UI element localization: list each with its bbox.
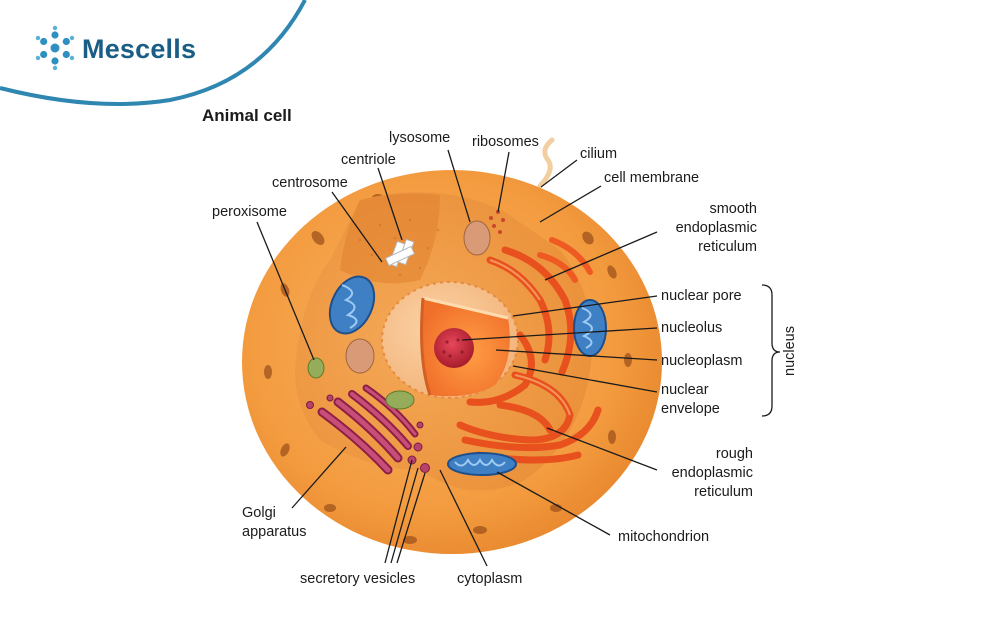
label-rough-er-2: endoplasmic [672, 465, 753, 481]
cell-illustration [242, 137, 662, 554]
label-nuclear-envelope-2: envelope [661, 401, 720, 417]
label-centriole: centriole [341, 152, 396, 168]
secretory-vesicles-shape [306, 394, 430, 473]
brand-swoosh [0, 0, 307, 106]
label-nuclear-envelope-1: nuclear [661, 382, 709, 398]
label-secretory-vesicles: secretory vesicles [300, 571, 415, 587]
smooth-er-shape [537, 237, 593, 283]
peroxisome-shape [307, 357, 325, 379]
lysosome-shape [463, 220, 491, 256]
golgi-shape [317, 384, 419, 475]
label-peroxisome: peroxisome [212, 204, 287, 220]
leader-lines [256, 149, 658, 567]
label-cytoplasm: cytoplasm [457, 571, 522, 587]
label-smooth-er-1: smooth [709, 201, 757, 217]
label-nuclear-pore: nuclear pore [661, 288, 742, 304]
cytoplasm-texture [358, 218, 440, 277]
label-ribosomes: ribosomes [472, 134, 539, 150]
cilium-shape [537, 137, 555, 189]
label-nucleus: nucleus [782, 326, 798, 376]
nucleus-bracket [761, 284, 781, 417]
label-smooth-er-2: endoplasmic [676, 220, 757, 236]
label-cell-membrane: cell membrane [604, 170, 699, 186]
mitochondrion-shape [328, 275, 607, 476]
label-nucleoplasm: nucleoplasm [661, 353, 742, 369]
nucleolus-shape [434, 328, 474, 368]
cell-cluster-logo-icon [35, 25, 75, 71]
label-rough-er-3: reticulum [694, 484, 753, 500]
label-nucleolus: nucleolus [661, 320, 722, 336]
label-golgi-2: apparatus [242, 524, 307, 540]
label-smooth-er-3: reticulum [698, 239, 757, 255]
label-golgi-1: Golgi [242, 505, 276, 521]
label-lysosome: lysosome [389, 130, 450, 146]
diagram-title: Animal cell [202, 106, 292, 125]
label-cilium: cilium [580, 146, 617, 162]
label-centrosome: centrosome [272, 175, 348, 191]
label-mitochondrion: mitochondrion [618, 529, 709, 545]
label-rough-er-1: rough [716, 446, 753, 462]
centriole-shape [384, 238, 416, 268]
brand-name: Mescells [82, 34, 196, 64]
